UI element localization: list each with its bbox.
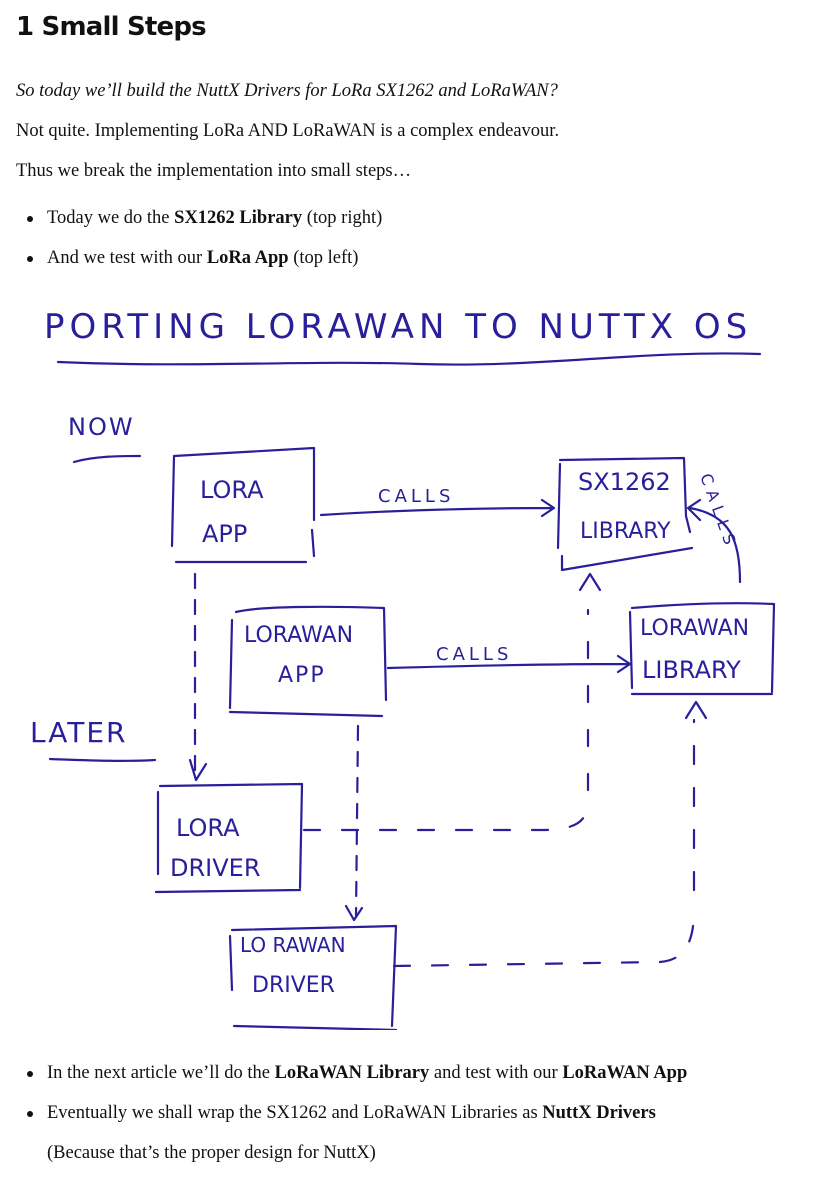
top-list: Today we do the SX1262 Library (top righ… [16,206,382,270]
list-item: In the next article we’ll do the LoRaWAN… [16,1061,687,1085]
calls-arrow-top [319,498,556,518]
svg-text:LO RAWAN: LO RAWAN [240,933,346,957]
porting-diagram: PORTING LORAWAN TO NUTTX OS NOW LATER LO… [0,290,817,1030]
svg-text:DRIVER: DRIVER [170,854,261,882]
calls-arrow-curve [686,498,742,584]
bold-term: NuttX Drivers [542,1103,656,1123]
dashed-lorawan-driver-to-library [392,908,696,968]
list-item: Today we do the SX1262 Library (top righ… [16,206,382,230]
lorawan-driver-box: LO RAWAN DRIVER [228,924,398,1030]
sx1262-library-box: SX1262 LIBRARY [556,456,694,572]
svg-text:LORAWAN: LORAWAN [244,623,353,648]
now-underline [72,454,142,464]
bold-term: LoRa App [206,248,289,268]
intro-answer: Not quite. Implementing LoRa AND LoRaWAN… [16,121,560,141]
later-underline [48,757,157,762]
later-label: LATER [30,716,127,749]
svg-text:APP: APP [202,520,247,548]
bold-term: LoRaWAN Library [274,1063,430,1083]
dashed-lora-driver-to-sx1262 [302,796,590,832]
list-item: Eventually we shall wrap the SX1262 and … [16,1101,687,1125]
dashed-lorawan-app-to-driver [354,724,360,918]
bold-term: SX1262 Library [174,208,303,228]
section-heading: 1 Small Steps [16,12,207,42]
lorawan-app-box: LORAWAN APP [228,605,388,718]
svg-text:APP: APP [278,663,326,688]
svg-text:LIBRARY: LIBRARY [642,656,741,684]
svg-text:LORA: LORA [200,476,264,504]
arrowhead-sx1262 [578,572,602,592]
bold-term: LoRaWAN App [562,1063,688,1083]
intro-question: So today we’ll build the NuttX Drivers f… [16,81,558,101]
svg-text:LORA: LORA [176,814,240,842]
footnote: (Because that’s the proper design for Nu… [47,1143,376,1163]
diagram-title: PORTING LORAWAN TO NUTTX OS [44,307,752,347]
arrowhead-lorawan-driver [344,904,364,922]
title-underline [56,352,762,366]
arrowhead-lora-driver [188,758,208,782]
svg-text:LORAWAN: LORAWAN [640,616,749,641]
lora-driver-box: LORA DRIVER [154,782,304,894]
lora-app-box: LORA APP [170,446,316,564]
calls-label-mid: CALLS [436,644,512,665]
bottom-list: In the next article we’ll do the LoRaWAN… [16,1061,687,1125]
arrowhead-lorawan-library [684,700,708,720]
steps-intro: Thus we break the implementation into sm… [16,161,412,181]
calls-arrow-mid [386,654,632,674]
calls-label-top: CALLS [378,486,454,507]
svg-text:SX1262: SX1262 [578,468,671,496]
now-label: NOW [68,413,135,441]
lorawan-library-box: LORAWAN LIBRARY [628,602,776,696]
list-item: And we test with our LoRa App (top left) [16,246,382,270]
diagram-svg: PORTING LORAWAN TO NUTTX OS NOW LATER LO… [30,307,776,1030]
svg-text:DRIVER: DRIVER [252,973,335,998]
svg-text:LIBRARY: LIBRARY [580,519,671,544]
